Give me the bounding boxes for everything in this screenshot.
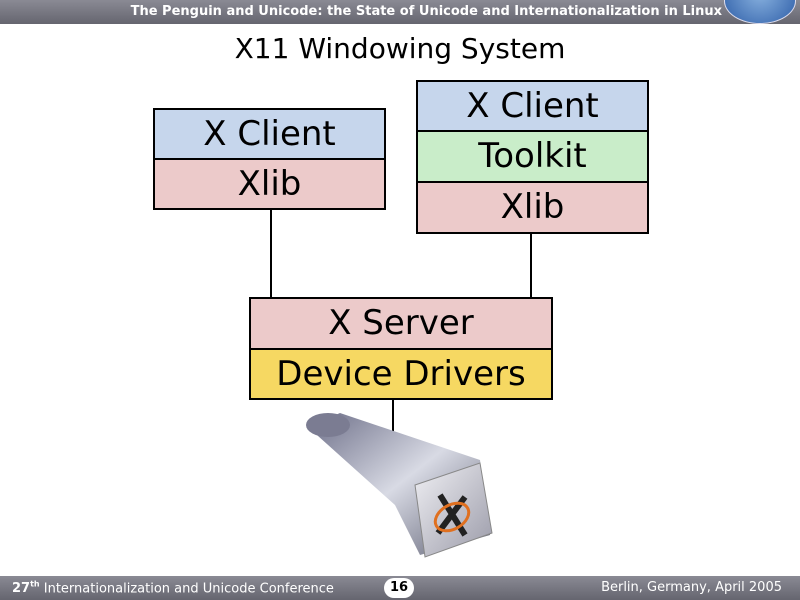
left-xlib-box: Xlib: [153, 158, 386, 210]
page-number-badge: 16: [384, 578, 414, 598]
header-bar: The Penguin and Unicode: the State of Un…: [0, 0, 800, 24]
x-server-box: X Server: [249, 297, 553, 350]
conference-number: 27: [12, 581, 31, 597]
footer-bar: 27th Internationalization and Unicode Co…: [0, 576, 800, 600]
conference-label: 27th Internationalization and Unicode Co…: [12, 580, 334, 596]
conference-name: Internationalization and Unicode Confere…: [43, 581, 334, 597]
right-x-client-box: X Client: [416, 80, 649, 132]
device-drivers-box: Device Drivers: [249, 348, 553, 400]
connector-line: [530, 234, 532, 298]
left-x-client-box: X Client: [153, 108, 386, 160]
presentation-title: The Penguin and Unicode: the State of Un…: [130, 4, 722, 19]
right-xlib-box: Xlib: [416, 181, 649, 234]
connector-line: [392, 400, 394, 445]
projector-x-logo-icon: [306, 413, 493, 558]
globe-logo-icon: [724, 0, 796, 24]
toolkit-box: Toolkit: [416, 130, 649, 183]
slide-title: X11 Windowing System: [234, 32, 566, 65]
conference-suffix: th: [30, 580, 40, 589]
connector-line: [270, 210, 272, 298]
location-date: Berlin, Germany, April 2005: [601, 580, 782, 595]
